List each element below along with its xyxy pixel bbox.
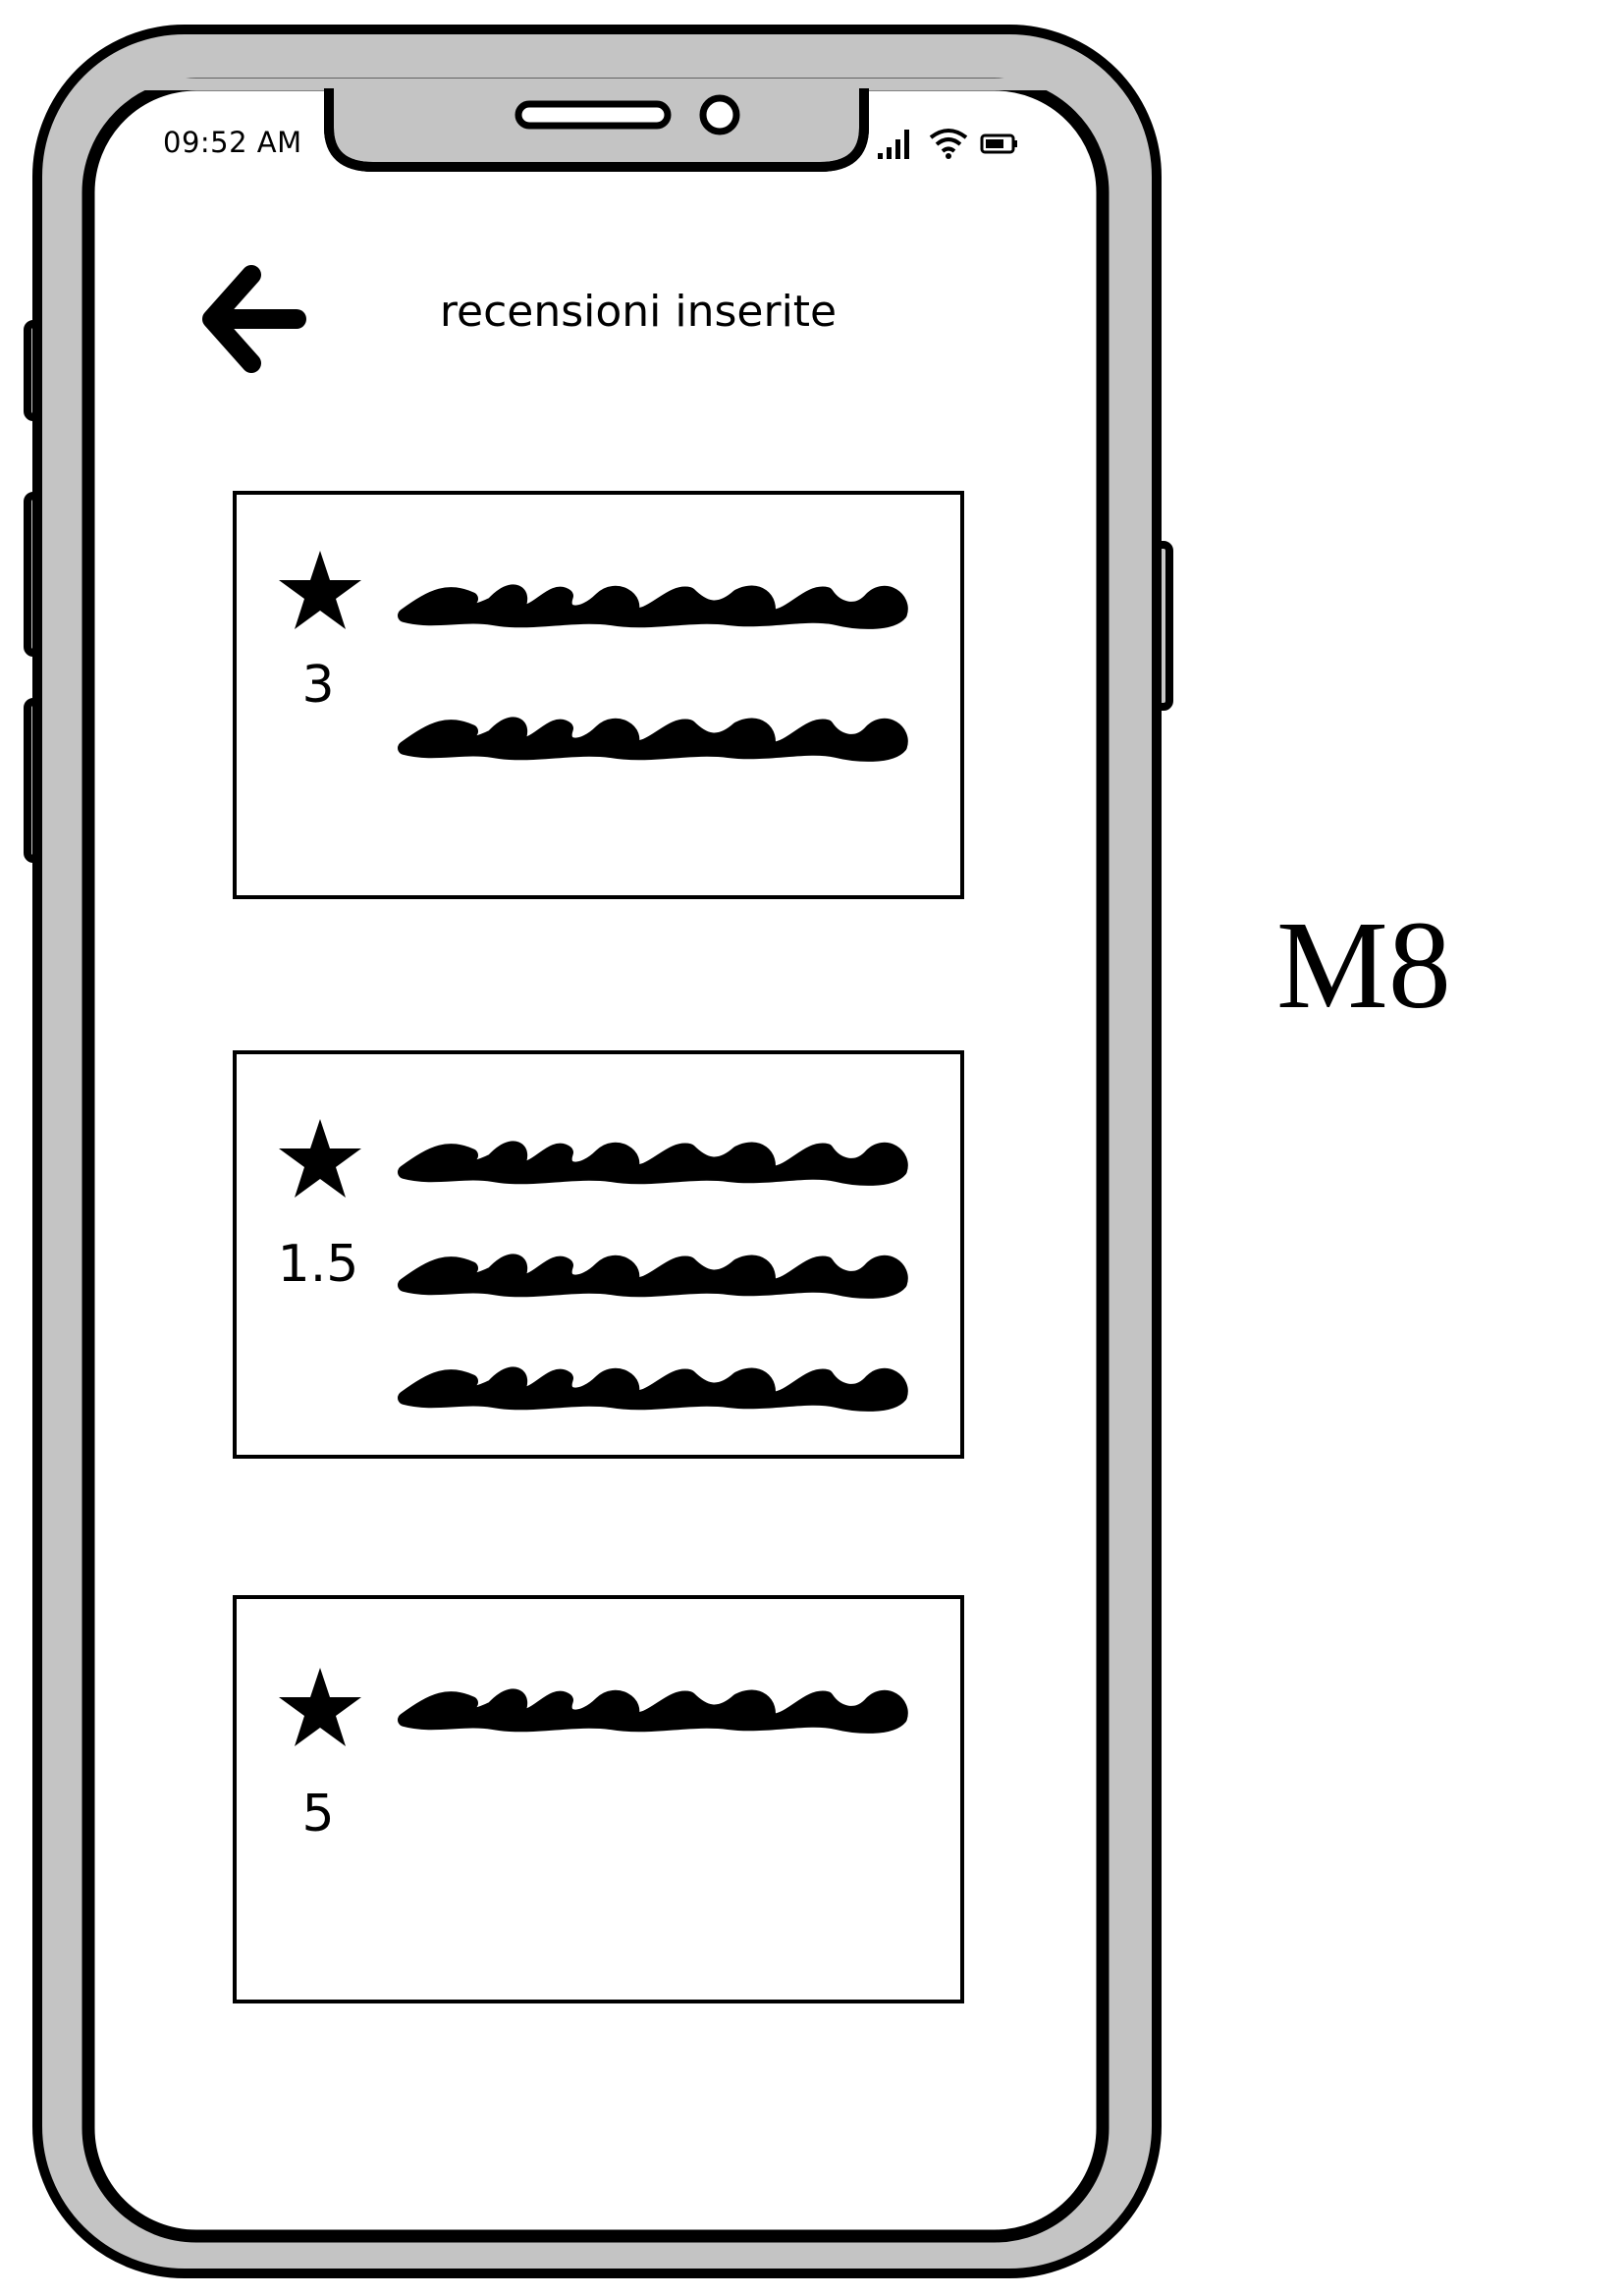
star-icon xyxy=(279,1119,361,1198)
arrow-left-icon xyxy=(202,265,306,373)
battery-icon xyxy=(980,133,1017,154)
status-icons xyxy=(876,126,1023,161)
screen-label: M8 xyxy=(1276,895,1451,1035)
text-scribble xyxy=(398,1141,908,1186)
wifi-icon xyxy=(929,129,968,159)
rating-value: 1.5 xyxy=(277,1235,359,1294)
signal-icon xyxy=(878,130,909,159)
text-scribble xyxy=(398,1366,908,1412)
rating-value: 5 xyxy=(301,1785,335,1843)
review-card[interactable] xyxy=(233,1595,964,2003)
status-time: 09:52 AM xyxy=(163,126,302,159)
text-scribble xyxy=(398,1254,908,1299)
text-scribble xyxy=(398,717,908,762)
rating-value: 3 xyxy=(301,656,335,715)
page-title: recensioni inserite xyxy=(439,287,838,337)
star-icon xyxy=(279,1668,361,1746)
text-scribble xyxy=(398,1688,908,1734)
star-icon xyxy=(279,551,361,629)
review-card[interactable] xyxy=(233,491,964,899)
text-scribble xyxy=(398,584,908,629)
back-button[interactable] xyxy=(194,263,310,379)
